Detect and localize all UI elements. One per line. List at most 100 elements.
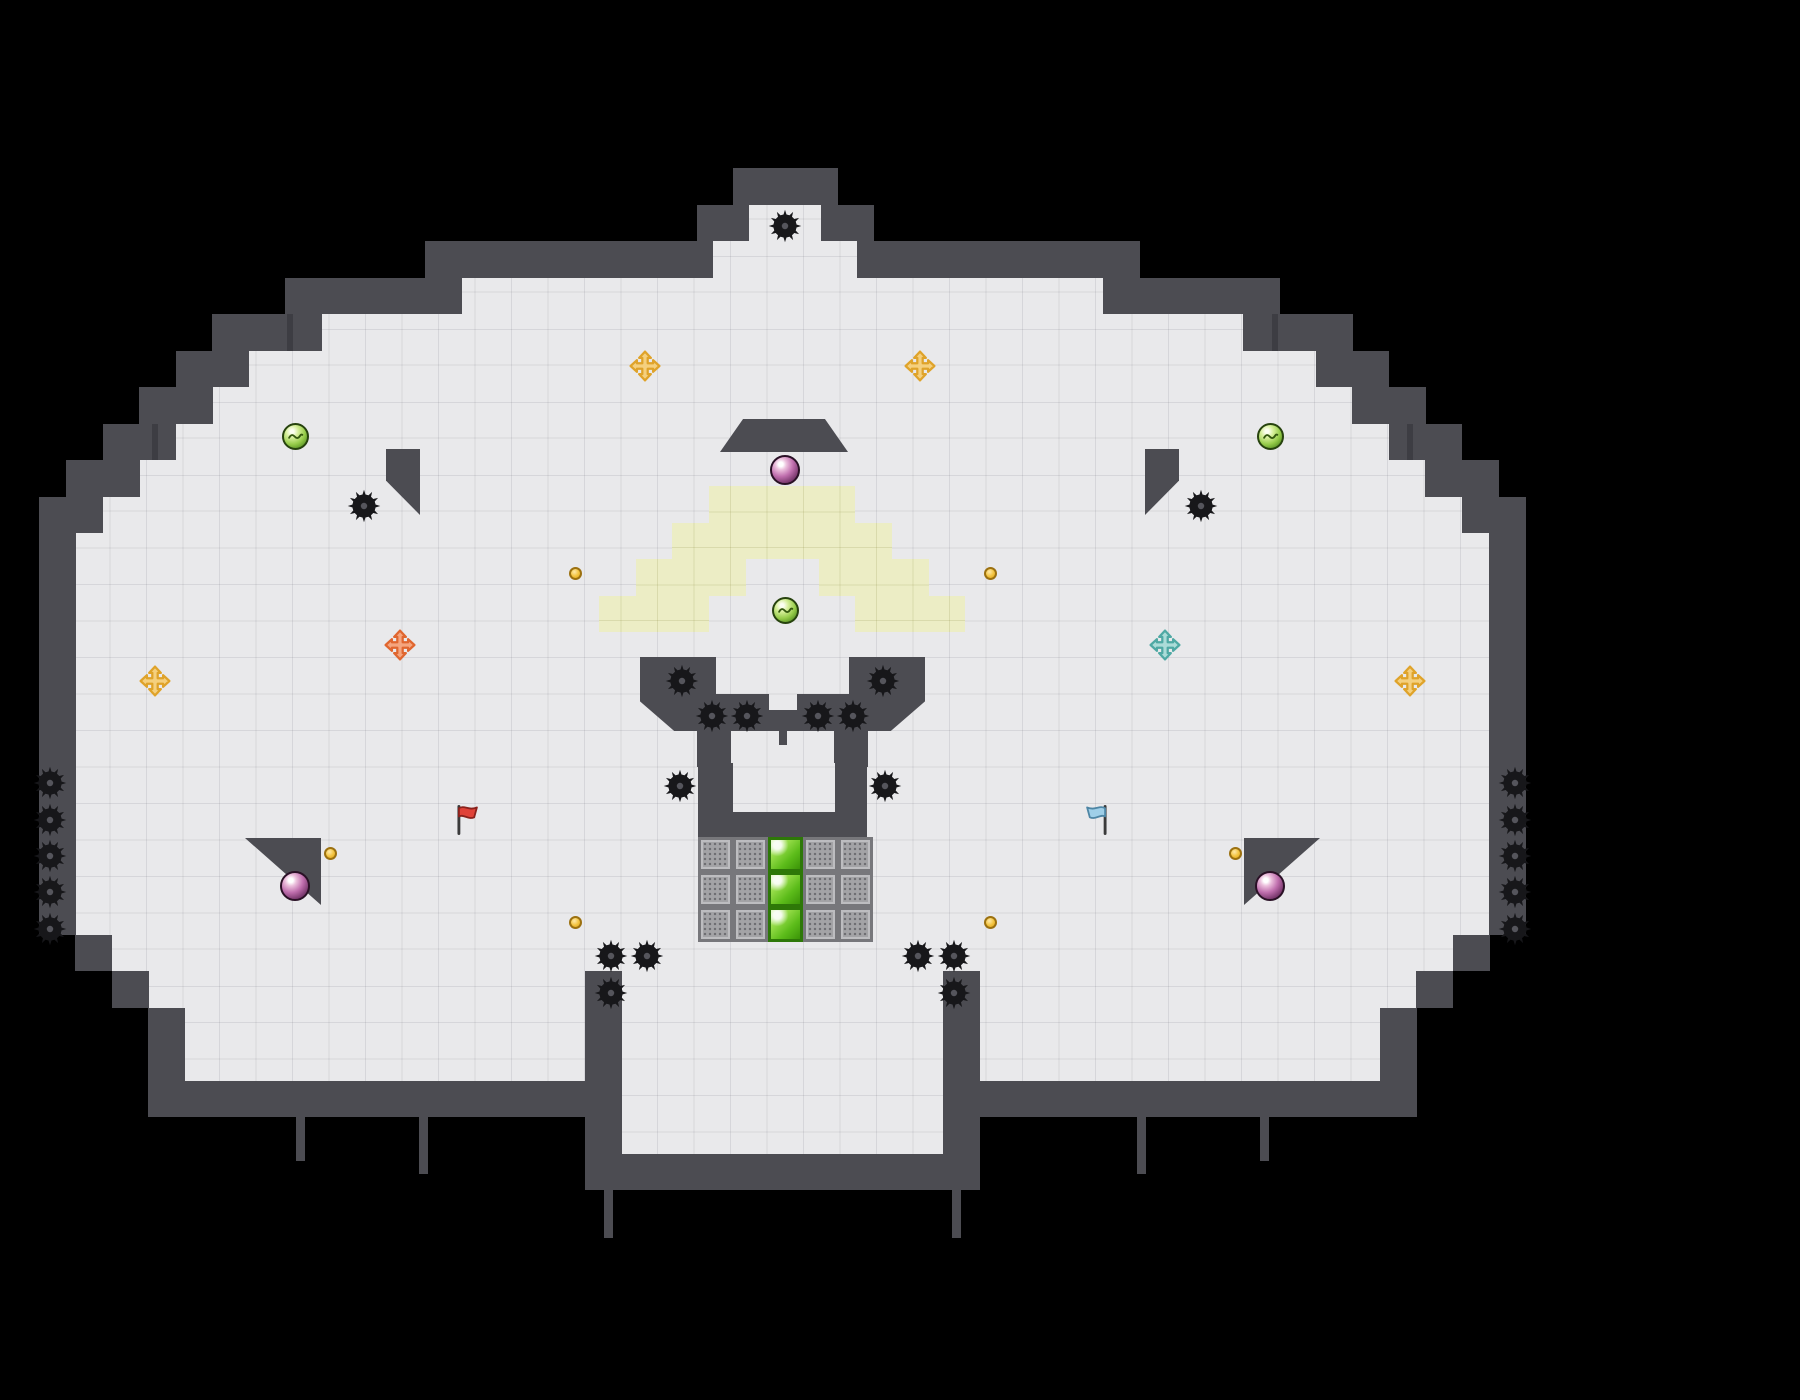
sand-tile-region: [709, 486, 855, 523]
wall-block: [419, 1117, 428, 1174]
gear-icon: [901, 939, 935, 973]
wall-block: [148, 1081, 622, 1117]
floor-region: [322, 314, 1243, 351]
wall-block: [39, 497, 103, 533]
wall-block: [1352, 387, 1426, 424]
green-orb: [1256, 422, 1284, 450]
gear-icon: [347, 489, 381, 523]
metal-crate: [698, 872, 733, 907]
coin: [568, 915, 582, 929]
green-block: [768, 837, 803, 872]
flag-blue: [1079, 802, 1115, 838]
gear-icon: [33, 875, 67, 909]
gear-icon: [1498, 803, 1532, 837]
gear-icon: [937, 976, 971, 1010]
coin: [983, 915, 997, 929]
gear-icon: [937, 939, 971, 973]
arrow-cross-icon: [382, 627, 418, 663]
wall-block: [1389, 424, 1462, 460]
metal-crate: [698, 907, 733, 942]
floor-region: [112, 935, 1453, 971]
coin: [568, 566, 582, 580]
green-orb: [771, 596, 799, 624]
bomb: [280, 871, 310, 901]
wall-block: [821, 205, 874, 241]
wall-seam: [1272, 314, 1278, 351]
sand-tile-region: [636, 559, 746, 596]
sand-tile-region: [855, 596, 965, 632]
gear-icon: [768, 209, 802, 243]
gear-icon: [801, 699, 835, 733]
arrow-cross-icon: [1147, 627, 1183, 663]
metal-crate: [803, 837, 838, 872]
wall-block: [112, 971, 149, 1008]
floor-region: [980, 971, 1416, 1008]
gear-icon: [1498, 839, 1532, 873]
wall-block: [779, 731, 787, 745]
gear-icon: [836, 699, 870, 733]
wall-block: [943, 971, 980, 1190]
gear-icon: [630, 939, 664, 973]
metal-crate: [838, 872, 873, 907]
wall-block: [585, 1154, 980, 1190]
flag-red: [449, 802, 485, 838]
wall-block: [75, 935, 112, 971]
wall-block: [1425, 460, 1499, 497]
bomb: [770, 455, 800, 485]
wall-block: [66, 460, 140, 497]
gear-icon: [1498, 766, 1532, 800]
wall-opening: [733, 763, 835, 812]
wall-block: [604, 1190, 613, 1238]
floor-region: [713, 241, 857, 278]
metal-crate: [803, 907, 838, 942]
gear-icon: [695, 699, 729, 733]
wall-block: [1316, 351, 1389, 387]
wall-shape: [720, 419, 848, 452]
gear-icon: [730, 699, 764, 733]
wall-block: [425, 241, 713, 278]
wall-block: [103, 424, 176, 460]
coin: [1228, 846, 1242, 860]
metal-crate: [733, 907, 768, 942]
floor-region: [249, 351, 1316, 387]
floor-region: [980, 1008, 1380, 1081]
wall-block: [139, 387, 213, 424]
gear-icon: [866, 664, 900, 698]
arrow-cross-icon: [902, 348, 938, 384]
wall-block: [733, 168, 838, 205]
wall-opening: [769, 694, 797, 710]
coin: [323, 846, 337, 860]
sand-tile-region: [599, 596, 709, 632]
wall-block: [285, 278, 462, 314]
wall-block: [952, 1190, 961, 1238]
green-orb: [281, 422, 309, 450]
gear-icon: [665, 664, 699, 698]
wall-block: [1380, 1008, 1417, 1081]
coin: [983, 566, 997, 580]
metal-crate: [733, 872, 768, 907]
wall-block: [1137, 1117, 1146, 1174]
gear-icon: [594, 939, 628, 973]
floor-region: [149, 971, 585, 1008]
green-block: [768, 872, 803, 907]
gear-icon: [33, 766, 67, 800]
wall-block: [212, 314, 322, 351]
wall-seam: [287, 314, 293, 351]
wall-block: [697, 205, 749, 241]
wall-block: [148, 1008, 185, 1081]
wall-block: [1260, 1117, 1269, 1161]
arrow-cross-icon: [137, 663, 173, 699]
floor-region: [622, 1008, 943, 1081]
gear-icon: [1184, 489, 1218, 523]
wall-block: [834, 731, 868, 767]
sand-tile-region: [672, 523, 892, 559]
floor-region: [622, 1081, 943, 1154]
metal-crate: [733, 837, 768, 872]
gear-icon: [33, 912, 67, 946]
gear-icon: [33, 839, 67, 873]
gear-icon: [33, 803, 67, 837]
wall-block: [1243, 314, 1353, 351]
gear-icon: [868, 769, 902, 803]
wall-block: [1453, 935, 1490, 971]
